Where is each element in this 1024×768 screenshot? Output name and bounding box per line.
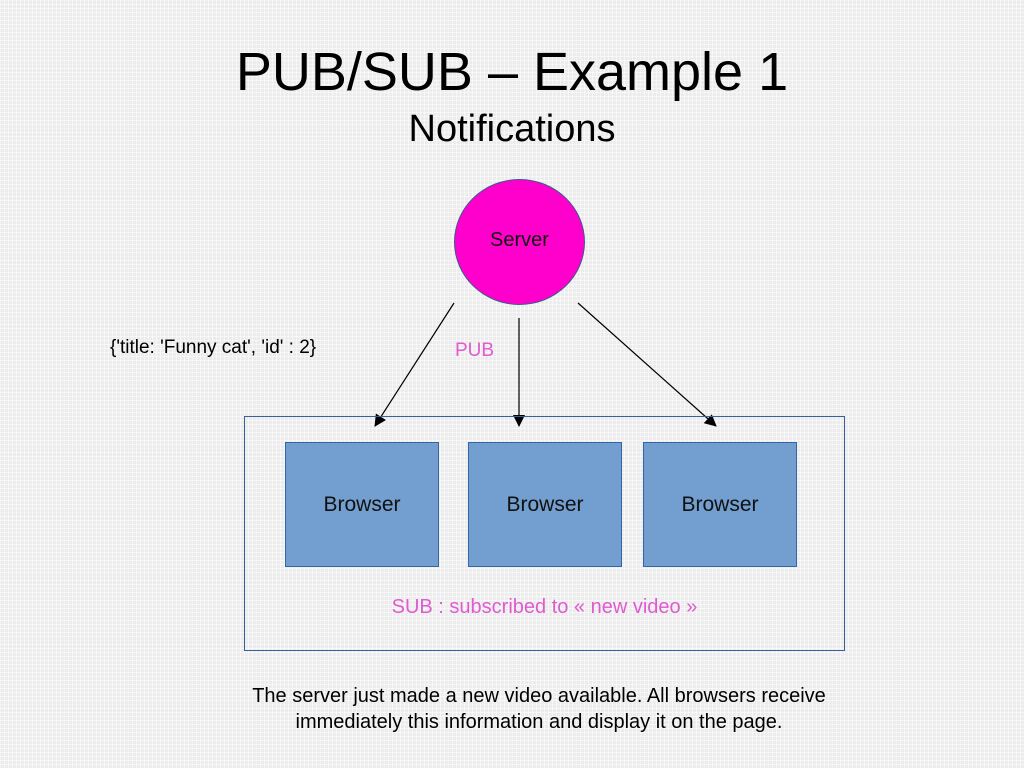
subscriber-group: [244, 416, 845, 651]
slide-subtitle: Notifications: [408, 108, 616, 150]
caption-line: immediately this information and display…: [295, 711, 783, 733]
slide-title: PUB/SUB – Example 1: [235, 42, 789, 102]
browser-node: Browser: [285, 442, 439, 567]
browser-label: Browser: [323, 492, 401, 516]
payload-text: {'title: 'Funny cat', 'id' : 2}: [110, 337, 317, 358]
browser-node: Browser: [643, 442, 797, 567]
caption: The server just made a new video availab…: [0, 683, 1024, 735]
browser-label: Browser: [506, 492, 584, 516]
server-label: Server: [490, 228, 549, 251]
browser-node: Browser: [468, 442, 622, 567]
pub-label: PUB: [455, 340, 495, 361]
sub-label: SUB : subscribed to « new video »: [391, 596, 698, 618]
arrow-left: [374, 302, 455, 427]
arrow-right: [577, 302, 717, 427]
caption-line: The server just made a new video availab…: [252, 685, 826, 707]
browser-label: Browser: [681, 492, 759, 516]
server-node: Server: [454, 179, 585, 305]
